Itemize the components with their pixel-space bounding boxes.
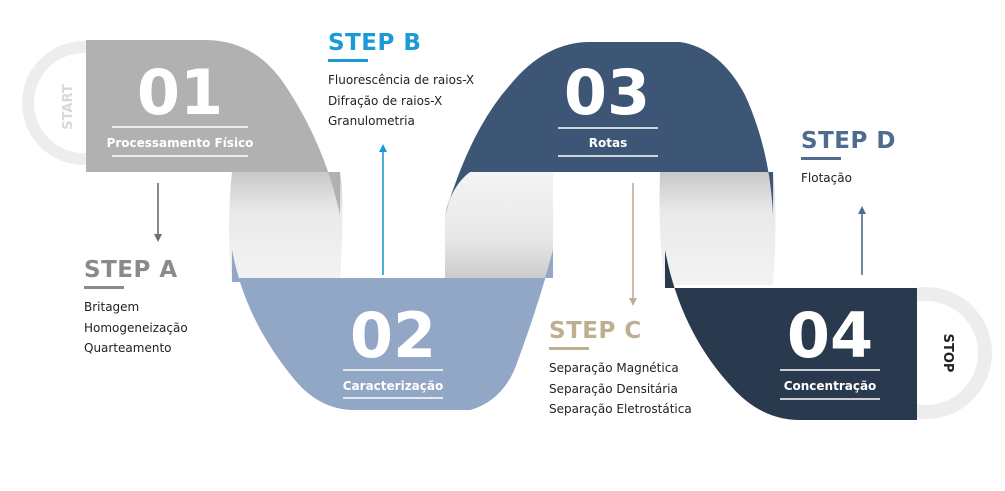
ribbon-band-3 [659, 172, 776, 285]
block-01-number: 01 [137, 56, 223, 129]
step-b-underline [328, 59, 368, 62]
ribbon-band-1 [229, 172, 343, 282]
block-02-number: 02 [350, 299, 436, 372]
block-03-label: Rotas [589, 136, 627, 150]
start-label: START [61, 84, 76, 130]
step-d: STEP D Flotação [801, 128, 896, 189]
stop-label: STOP [940, 334, 955, 373]
step-c-item: Separação Densitária [549, 381, 678, 396]
step-d-underline [801, 157, 841, 160]
block-03: 03 Rotas [445, 42, 773, 215]
block-01-label: Processamento Físico [107, 136, 254, 150]
arrow-step-d [858, 206, 866, 275]
block-03-number: 03 [564, 56, 650, 129]
step-c-underline [549, 347, 589, 350]
block-02: 02 Caracterização [232, 250, 553, 410]
step-c-item: Separação Eletrostática [549, 402, 692, 416]
step-b-item: Granulometria [328, 114, 415, 128]
step-a-item: Quarteamento [84, 341, 172, 355]
step-b-title: STEP B [328, 30, 422, 56]
block-02-label: Caracterização [343, 379, 443, 393]
block-04-label: Concentração [784, 379, 877, 393]
block-01: 01 Processamento Físico [86, 40, 340, 215]
step-c-title: STEP C [549, 318, 642, 344]
arrow-step-b [379, 144, 387, 275]
step-b-items: Fluorescência de raios-X Difração de rai… [328, 70, 474, 132]
step-a-items: Britagem Homogeneização Quarteamento [84, 297, 188, 359]
step-c-items: Separação Magnética Separação Densitária… [549, 358, 692, 420]
step-d-item: Flotação [801, 171, 852, 185]
step-c-item: Separação Magnética [549, 361, 679, 375]
arrow-step-a [154, 183, 162, 242]
step-d-title: STEP D [801, 128, 896, 154]
step-b-item: Difração de raios-X [328, 93, 443, 108]
step-c: STEP C Separação Magnética Separação Den… [549, 318, 692, 420]
step-b: STEP B Fluorescência de raios-X Difração… [328, 30, 474, 132]
step-a-item: Homogeneização [84, 320, 188, 335]
block-04: 04 Concentração [665, 250, 917, 420]
step-a-item: Britagem [84, 300, 140, 314]
ribbon-band-2 [445, 170, 553, 278]
arrow-step-c [629, 183, 637, 306]
step-a-underline [84, 286, 124, 289]
step-a-title: STEP A [84, 257, 178, 283]
block-04-number: 04 [787, 299, 873, 372]
step-d-items: Flotação [801, 168, 896, 189]
step-a: STEP A Britagem Homogeneização Quarteame… [84, 257, 188, 359]
step-b-item: Fluorescência de raios-X [328, 73, 475, 87]
